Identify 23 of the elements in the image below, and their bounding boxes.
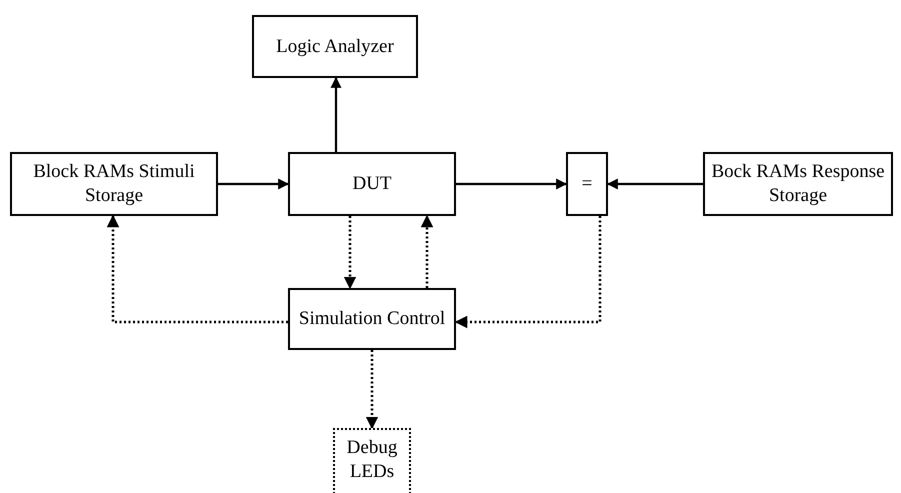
arrow (456, 178, 568, 190)
arrow (606, 178, 703, 190)
box-label: Block RAMs Stimuli Storage (32, 160, 196, 208)
process-box (252, 15, 418, 78)
dotted-arrow (344, 216, 356, 290)
process-box (703, 152, 893, 216)
process-box (10, 152, 218, 216)
process-box (566, 152, 608, 216)
arrow (218, 178, 290, 190)
dotted-arrow (420, 214, 434, 288)
box-label: = (582, 172, 592, 196)
dotted-arrow (454, 216, 602, 328)
process-box (288, 152, 456, 216)
box-label: Logic Analyzer (276, 34, 394, 58)
dotted-box (333, 428, 411, 493)
dotted-arrow (106, 214, 288, 324)
dotted-arrow (366, 350, 378, 430)
arrow (330, 76, 342, 152)
box-label: Simulation Control (298, 307, 446, 331)
box-label: DUT (352, 172, 392, 196)
process-box (288, 288, 456, 350)
box-label: Debug LEDs (346, 436, 398, 484)
box-label: Bock RAMs Response Storage (710, 160, 886, 208)
